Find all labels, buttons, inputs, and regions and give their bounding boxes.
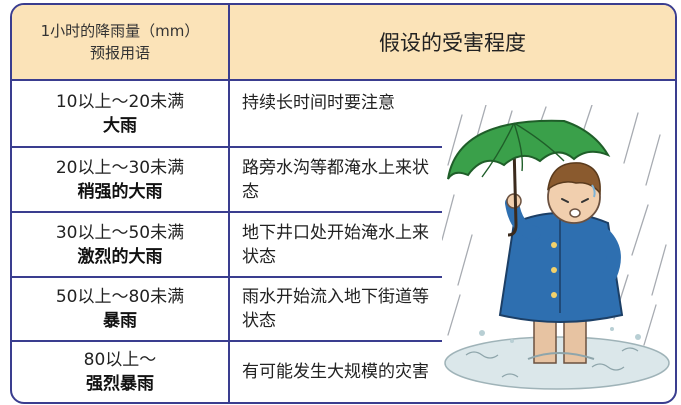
table-row: 80以上～ 强烈暴雨 有可能发生大规模的灾害 (12, 342, 675, 402)
table-row: 10以上～20未满 大雨 持续长时间时要注意 (12, 81, 675, 146)
damage-cell: 雨水开始流入地下街道等状态 (230, 278, 440, 340)
damage-cell: 地下井口处开始淹水上来状态 (230, 213, 440, 276)
damage-text: 地下井口处开始淹水上来状态 (242, 222, 429, 267)
table-row: 30以上～50未满 激烈的大雨 地下井口处开始淹水上来状态 (12, 213, 675, 276)
rainfall-cell: 20以上～30未满 稍强的大雨 (12, 148, 230, 211)
rainfall-range: 50以上～80未满 (55, 287, 185, 307)
rainfall-range: 80以上～ (83, 350, 157, 370)
rainfall-range: 10以上～20未满 (55, 91, 185, 112)
row-divider (12, 146, 442, 148)
damage-cell: 有可能发生大规模的灾害 (230, 342, 440, 402)
damage-text: 持续长时间时要注意 (242, 93, 395, 113)
row-divider (12, 211, 442, 213)
rainfall-cell: 10以上～20未满 大雨 (12, 81, 230, 146)
forecast-term: 强烈暴雨 (86, 374, 154, 394)
header-rainfall-label: 1小时的降雨量（mm） (40, 22, 200, 40)
rainfall-cell: 30以上～50未满 激烈的大雨 (12, 213, 230, 276)
rainfall-range: 30以上～50未满 (55, 222, 185, 243)
row-divider (12, 276, 442, 278)
damage-text: 路旁水沟等都淹水上来状态 (242, 157, 429, 202)
forecast-term: 稍强的大雨 (77, 181, 163, 202)
table-row: 20以上～30未满 稍强的大雨 路旁水沟等都淹水上来状态 (12, 148, 675, 211)
rainfall-range: 20以上～30未满 (55, 157, 185, 178)
forecast-term: 大雨 (103, 115, 137, 136)
table-header: 1小时的降雨量（mm） 预报用语 假设的受害程度 (12, 5, 675, 81)
rainfall-cell: 50以上～80未满 暴雨 (12, 278, 230, 340)
header-forecast-term-label: 预报用语 (89, 44, 150, 62)
forecast-term: 激烈的大雨 (77, 246, 163, 267)
forecast-term: 暴雨 (103, 311, 137, 331)
damage-cell: 持续长时间时要注意 (230, 81, 440, 146)
header-rainfall-column: 1小时的降雨量（mm） 预报用语 (12, 5, 230, 79)
damage-text: 雨水开始流入地下街道等状态 (242, 287, 429, 331)
person-with-umbrella-in-rain-icon (442, 105, 670, 390)
rainfall-cell: 80以上～ 强烈暴雨 (12, 342, 230, 402)
damage-cell: 路旁水沟等都淹水上来状态 (230, 148, 440, 211)
rainfall-table: 1小时的降雨量（mm） 预报用语 假设的受害程度 10以上～20未满 大雨 持续… (10, 3, 677, 404)
header-damage-label: 假设的受害程度 (379, 31, 526, 55)
row-divider (12, 340, 442, 342)
table-row: 50以上～80未满 暴雨 雨水开始流入地下街道等状态 (12, 278, 675, 340)
damage-text: 有可能发生大规模的灾害 (242, 362, 429, 382)
